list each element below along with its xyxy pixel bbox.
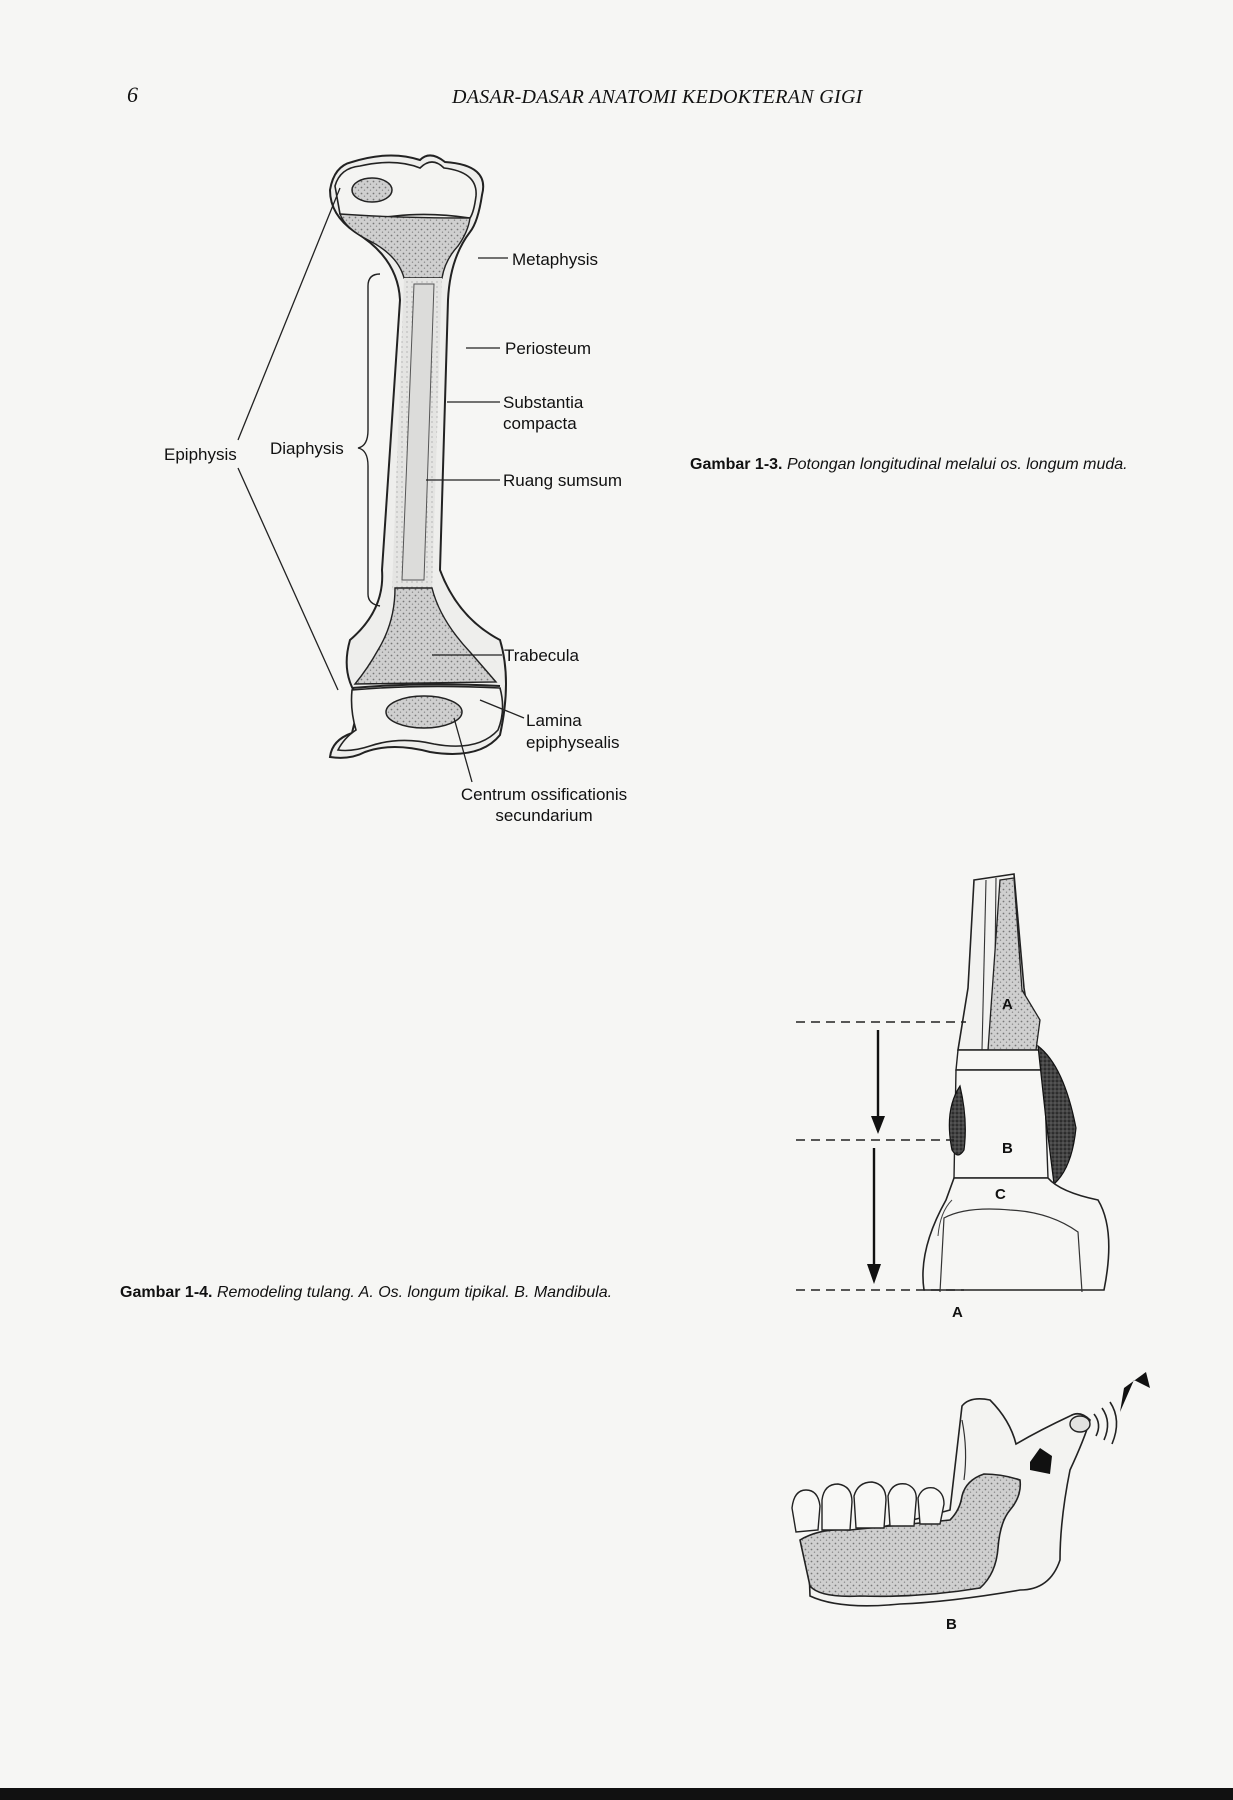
- mandible-stippled: [799, 1473, 1022, 1598]
- resorption-left: [948, 1084, 966, 1156]
- caption-figure-1-3: Gambar 1-3. Potongan longitudinal melalu…: [690, 456, 1128, 474]
- part-a-letter: A: [952, 1304, 963, 1321]
- caption-figure-1-3-number: Gambar 1-3.: [690, 456, 783, 473]
- label-lamina-2: epiphysealis: [526, 733, 620, 752]
- label-epiphysis: Epiphysis: [164, 445, 237, 464]
- growth-arrow-ramus: [1030, 1448, 1052, 1474]
- caption-figure-1-4-number: Gambar 1-4.: [120, 1284, 213, 1301]
- caption-figure-1-4-text: Remodeling tulang. A. Os. longum tipikal…: [216, 1284, 613, 1301]
- teeth-row: [791, 1481, 945, 1533]
- region-label-b: B: [1002, 1140, 1013, 1157]
- label-periosteum: Periosteum: [505, 339, 591, 358]
- diaphysis-bracket: [357, 273, 381, 607]
- label-ruang-sumsum: Ruang sumsum: [503, 471, 623, 490]
- lower-ossification-center: [385, 695, 463, 729]
- label-centrum-1: Centrum ossificationis: [460, 785, 628, 804]
- down-arrow-lower: [867, 1264, 881, 1284]
- growth-plate: [351, 683, 501, 689]
- label-centrum-2: secundarium: [495, 806, 593, 825]
- growth-arrow-upper: [1120, 1372, 1150, 1412]
- caption-figure-1-4: Gambar 1-4. Remodeling tulang. A. Os. lo…: [120, 1284, 612, 1302]
- lower-trabecular-region: [353, 587, 498, 685]
- label-substantia-compacta-2: compacta: [503, 414, 577, 433]
- label-trabecula: Trabecula: [504, 646, 579, 665]
- upper-trabecular-region: [338, 213, 471, 279]
- label-substantia-compacta-1: Substantia: [503, 393, 584, 412]
- label-metaphysis: Metaphysis: [512, 250, 598, 269]
- region-label-c: C: [995, 1186, 1006, 1203]
- marrow-cavity: [401, 283, 435, 581]
- down-arrow-upper: [871, 1116, 885, 1134]
- upper-ossification-center: [351, 177, 393, 203]
- resorption-right: [1037, 1044, 1077, 1186]
- region-label-a: A: [1002, 996, 1013, 1013]
- caption-figure-1-3-text: Potongan longitudinal melalui os. longum…: [786, 456, 1128, 473]
- running-header: DASAR-DASAR ANATOMI KEDOKTERAN GIGI: [452, 86, 863, 108]
- page-bottom-edge: [0, 1788, 1233, 1800]
- condyle: [1069, 1415, 1091, 1433]
- label-diaphysis: Diaphysis: [270, 439, 344, 458]
- page-number: 6: [127, 82, 138, 107]
- region-c-area: [922, 1177, 1110, 1291]
- upper-epiphysis: [334, 161, 477, 219]
- label-lamina-1: Lamina: [526, 711, 582, 730]
- part-b-letter: B: [946, 1616, 957, 1633]
